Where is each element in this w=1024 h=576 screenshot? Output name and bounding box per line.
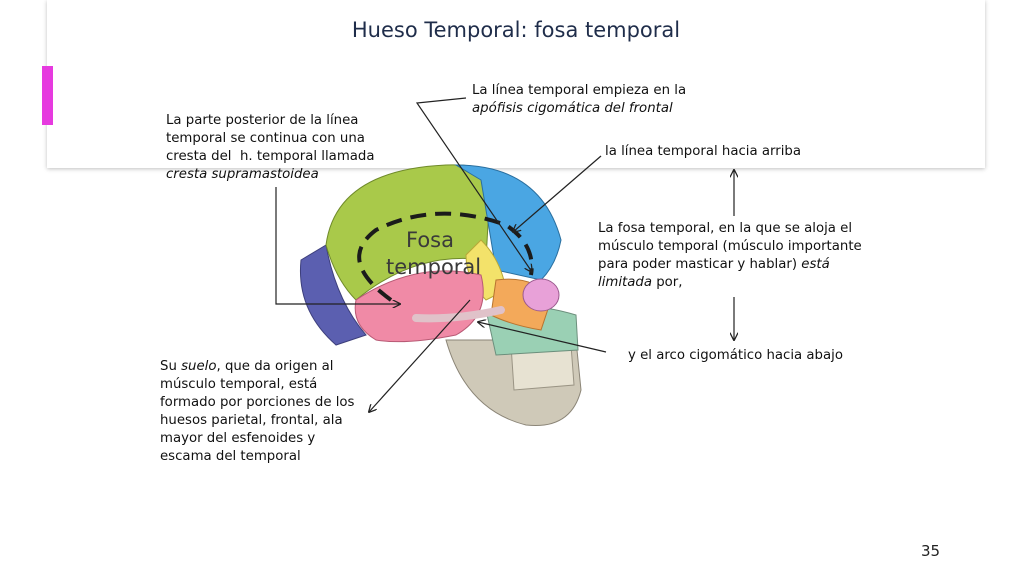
slide-title: Hueso Temporal: fosa temporal — [351, 18, 681, 42]
note-posterior-line3: cresta del h. temporal llamada — [166, 149, 375, 164]
orbit-shape — [522, 278, 560, 312]
note-suelo: Su suelo, que da origen al músculo tempo… — [160, 358, 354, 466]
note-abajo: y el arco cigomático hacia abajo — [628, 348, 843, 363]
note-suelo-line2: músculo temporal, está — [160, 377, 318, 392]
note-suelo-line3: formado por porciones de los — [160, 395, 355, 410]
note-posterior-em: cresta supramastoidea — [166, 167, 319, 182]
note-posterior-line2: temporal se continua con una — [166, 131, 365, 146]
note-suelo-em: suelo — [181, 359, 217, 374]
note-fosa-line1: La fosa temporal, en la que se aloja el — [598, 221, 853, 236]
note-posterior-line1: La parte posterior de la línea — [166, 113, 359, 128]
note-linea-inicio-text: La línea temporal empieza en la — [472, 83, 687, 98]
slide-number: 35 — [921, 542, 941, 560]
note-linea-inicio: La línea temporal empieza en la apófisis… — [472, 82, 686, 118]
note-fosa-line3em: está — [801, 257, 830, 272]
note-suelo-line4: huesos parietal, frontal, ala — [160, 413, 343, 428]
note-fosa-line4b: por, — [656, 275, 683, 290]
accent-bar — [42, 66, 53, 125]
note-suelo-b: , que da origen al — [216, 359, 334, 374]
note-suelo-line5: mayor del esfenoides y — [160, 431, 316, 446]
note-fosa: La fosa temporal, en la que se aloja el … — [598, 220, 862, 292]
note-suelo-a: Su — [160, 359, 177, 374]
note-fosa-line2: músculo temporal (músculo importante — [598, 239, 862, 254]
note-suelo-line6: escama del temporal — [160, 449, 301, 464]
image-label-fosa: Fosa — [406, 228, 454, 252]
image-label-temporal: temporal — [386, 255, 481, 279]
note-arriba: la línea temporal hacia arriba — [605, 144, 801, 159]
note-fosa-line3a: para poder masticar y hablar) — [598, 257, 798, 272]
note-posterior: La parte posterior de la línea temporal … — [166, 112, 375, 184]
note-fosa-line4em: limitada — [598, 275, 652, 290]
note-linea-inicio-em: apófisis cigomática del frontal — [472, 101, 673, 116]
